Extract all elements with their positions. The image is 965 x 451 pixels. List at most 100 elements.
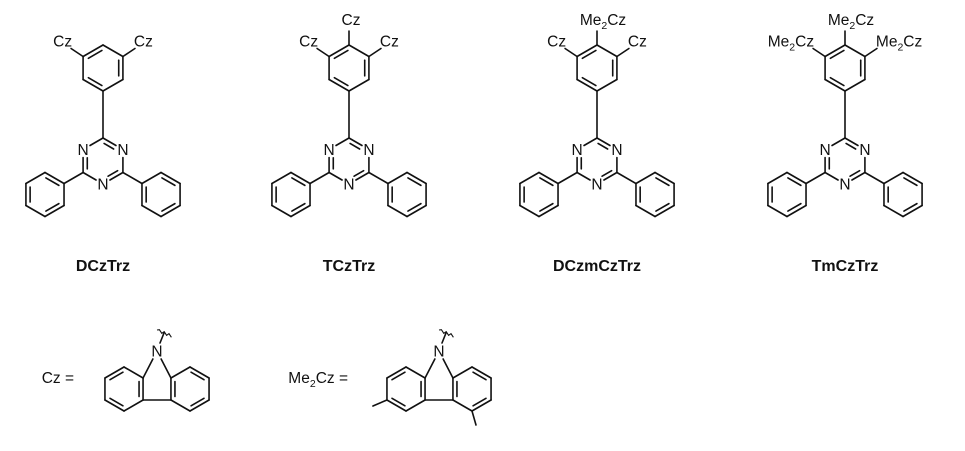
carbazole-bond <box>104 399 125 412</box>
nitrogen-atom: N <box>77 142 88 159</box>
nitrogen-atom: N <box>819 142 830 159</box>
legend-label: Cz = <box>42 370 74 387</box>
phenyl-bond <box>44 171 65 185</box>
phenyl-bond <box>786 171 807 185</box>
triazine-bond <box>851 171 866 181</box>
double-bond <box>45 177 60 187</box>
double-bond <box>903 177 918 187</box>
substituent-top: Cz <box>342 12 361 29</box>
carbazole-bond <box>386 399 407 412</box>
double-bond <box>787 202 802 212</box>
nitrogen-atom: N <box>433 344 444 361</box>
carbazole-bond <box>471 399 492 412</box>
benzene-bond <box>576 44 598 58</box>
triazine-bond <box>82 171 97 181</box>
phenyl-bond <box>271 204 292 218</box>
nitrogen-atom: N <box>591 177 602 194</box>
pyrrole-bond <box>424 358 436 379</box>
substituent-right: Cz <box>134 34 153 51</box>
substituent-left: Me2Cz <box>768 34 814 54</box>
double-bond <box>829 76 845 87</box>
compound-name: TCzTrz <box>323 258 375 275</box>
substituent-bond <box>316 47 330 58</box>
double-bond <box>849 169 861 178</box>
nitrogen-atom: N <box>323 142 334 159</box>
phenyl-bond <box>387 171 408 185</box>
attachment-bond <box>441 332 447 344</box>
carbazole-bond <box>405 399 426 412</box>
methyl-bond <box>372 399 388 407</box>
phenyl-bond <box>767 171 788 185</box>
double-bond <box>107 169 119 178</box>
phenyl-bond <box>290 171 311 185</box>
phenyl-bond <box>902 171 923 185</box>
double-bond <box>407 177 422 187</box>
nitrogen-atom: N <box>839 177 850 194</box>
double-bond <box>190 371 205 381</box>
double-bond <box>87 76 103 87</box>
triazine-bond <box>603 171 618 181</box>
substituent-bond <box>368 47 382 58</box>
substituent-bond <box>564 47 578 58</box>
double-bond <box>581 49 597 60</box>
double-bond <box>407 202 422 212</box>
pyrrole-bond <box>142 358 154 379</box>
double-bond <box>291 202 306 212</box>
carbazole-bond <box>386 366 407 379</box>
phenyl-bond <box>25 171 46 185</box>
compound-name: TmCzTrz <box>812 258 879 275</box>
cz-structure: Cz =N <box>42 329 210 412</box>
legend-label: Me2Cz = <box>288 370 348 390</box>
double-bond <box>845 142 857 150</box>
double-bond <box>472 371 487 381</box>
double-bond <box>190 397 205 407</box>
benzene-bond <box>328 78 350 92</box>
double-bond <box>87 49 103 60</box>
double-bond <box>353 169 365 178</box>
phenyl-bond <box>25 204 46 218</box>
double-bond <box>109 397 124 407</box>
phenyl-bond <box>44 204 65 218</box>
double-bond <box>601 169 613 178</box>
wavy-attachment-mark <box>438 329 454 338</box>
substituent-right: Cz <box>628 34 647 51</box>
double-bond <box>829 49 845 60</box>
double-bond <box>539 202 554 212</box>
triazine-bond <box>824 171 839 181</box>
double-bond <box>349 142 361 150</box>
double-bond <box>655 202 670 212</box>
double-bond <box>161 177 176 187</box>
phenyl-bond <box>160 204 181 218</box>
benzene-bond <box>596 44 618 58</box>
phenyl-bond <box>767 204 788 218</box>
triazine-bond <box>844 137 859 147</box>
compound-name: DCzTrz <box>76 258 130 275</box>
benzene-bond <box>102 44 124 58</box>
aryl-bond <box>63 171 84 185</box>
triazine-bond <box>335 137 350 147</box>
triazine-bond <box>583 137 598 147</box>
aryl-bond <box>864 171 885 185</box>
substituent-top: Me2Cz <box>828 12 874 32</box>
benzene-bond <box>576 78 598 92</box>
phenyl-bond <box>387 204 408 218</box>
benzene-bond <box>82 44 104 58</box>
double-bond <box>333 49 349 60</box>
phenyl-bond <box>271 171 292 185</box>
phenyl-bond <box>406 171 427 185</box>
phenyl-bond <box>141 204 162 218</box>
double-bond <box>391 397 406 407</box>
triazine-bond <box>109 171 124 181</box>
triazine-bond <box>102 137 117 147</box>
double-bond <box>787 177 802 187</box>
phenyl-bond <box>406 204 427 218</box>
substituent-bond <box>70 47 84 58</box>
carbazole-bond <box>471 366 492 379</box>
benzene-bond <box>824 78 846 92</box>
double-bond <box>161 202 176 212</box>
double-bond <box>903 202 918 212</box>
substituent-right: Me2Cz <box>876 34 922 54</box>
nitrogen-atom: N <box>97 177 108 194</box>
